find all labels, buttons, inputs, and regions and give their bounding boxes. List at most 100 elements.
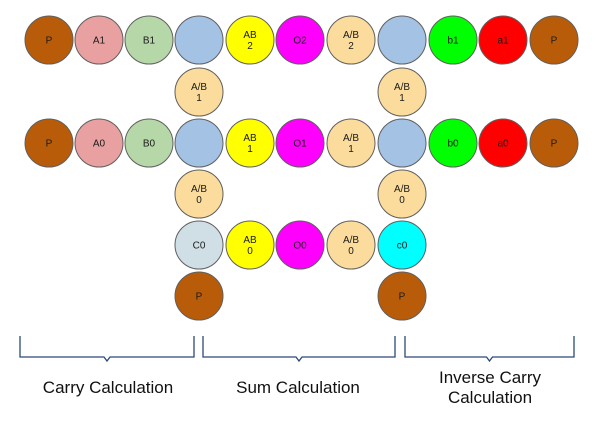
node-circle [225, 118, 275, 168]
node-r2-p-right: P [529, 118, 579, 168]
node-circle [124, 15, 174, 65]
node-circle [377, 271, 427, 321]
node-circle [478, 118, 528, 168]
node-r1-blank-1 [174, 15, 224, 65]
node-r1-b1-lower: b1 [428, 15, 478, 65]
node-circle [529, 118, 579, 168]
node-circle [225, 220, 275, 270]
node-label: P [399, 292, 406, 303]
node-r2-blank-1 [174, 118, 224, 168]
node-r2-o1: O1 [275, 118, 325, 168]
node-r1-a1: A1 [74, 15, 124, 65]
node-label: P [551, 36, 558, 47]
node-r3-c0: C0 [174, 220, 224, 270]
node-circle [377, 118, 427, 168]
node-circle [275, 15, 325, 65]
node-label: a1 [497, 36, 509, 47]
node-r1-b1: B1 [124, 15, 174, 65]
node-circle [377, 67, 427, 117]
node-r1-p-left: P [24, 15, 74, 65]
node-label: b1 [447, 36, 459, 47]
node-circle [174, 169, 224, 219]
node-label: A0 [93, 139, 106, 150]
node-circle [24, 118, 74, 168]
section-label-sum: Sum Calculation [236, 378, 360, 397]
node-circle [74, 15, 124, 65]
node-circle [326, 15, 376, 65]
section-label-carry: Carry Calculation [42, 378, 174, 397]
node-label: B0 [143, 139, 156, 150]
braces-layer [19, 336, 575, 363]
node-r2-a0: A0 [74, 118, 124, 168]
node-label: P [196, 292, 203, 303]
node-label: b0 [447, 139, 459, 150]
node-label: P [46, 139, 53, 150]
node-label: A1 [93, 36, 106, 47]
node-label: O2 [293, 36, 307, 47]
node-circle [174, 15, 224, 65]
node-r2-b0-lower: b0 [428, 118, 478, 168]
node-circle [529, 15, 579, 65]
node-r3-c0-lower: c0 [377, 220, 427, 270]
node-r4-p-right: P [377, 271, 427, 321]
node-r1-a1-lower: a1 [478, 15, 528, 65]
brace-carry [19, 336, 195, 363]
node-label: O0 [293, 241, 307, 252]
node-circle [377, 15, 427, 65]
node-label: O1 [293, 139, 307, 150]
node-label: P [551, 139, 558, 150]
node-circle [174, 271, 224, 321]
node-circle [428, 15, 478, 65]
node-circle [326, 118, 376, 168]
node-circle [174, 220, 224, 270]
node-r1-blank-2 [377, 15, 427, 65]
node-r2-blank-2 [377, 118, 427, 168]
node-r1-o2: O2 [275, 15, 325, 65]
node-r4-p-left: P [174, 271, 224, 321]
node-circle [74, 118, 124, 168]
node-circle [275, 118, 325, 168]
node-circle [24, 15, 74, 65]
node-circle [478, 15, 528, 65]
node-label: C0 [193, 241, 206, 252]
node-circle [124, 118, 174, 168]
node-r3-o0: O0 [275, 220, 325, 270]
node-label: B1 [143, 36, 156, 47]
node-circle [428, 118, 478, 168]
node-circle [377, 220, 427, 270]
node-r2-p-left: P [24, 118, 74, 168]
brace-inverse-carry [404, 336, 575, 363]
node-label: P [46, 36, 53, 47]
node-r1-p-right: P [529, 15, 579, 65]
node-label: a0 [497, 139, 509, 150]
node-circle [326, 220, 376, 270]
node-r2-b0: B0 [124, 118, 174, 168]
node-circle [174, 67, 224, 117]
node-circle [225, 15, 275, 65]
node-circle [275, 220, 325, 270]
node-circle [174, 118, 224, 168]
node-label: c0 [397, 241, 408, 252]
node-r2-a0-lower: a0 [478, 118, 528, 168]
node-circle [377, 169, 427, 219]
